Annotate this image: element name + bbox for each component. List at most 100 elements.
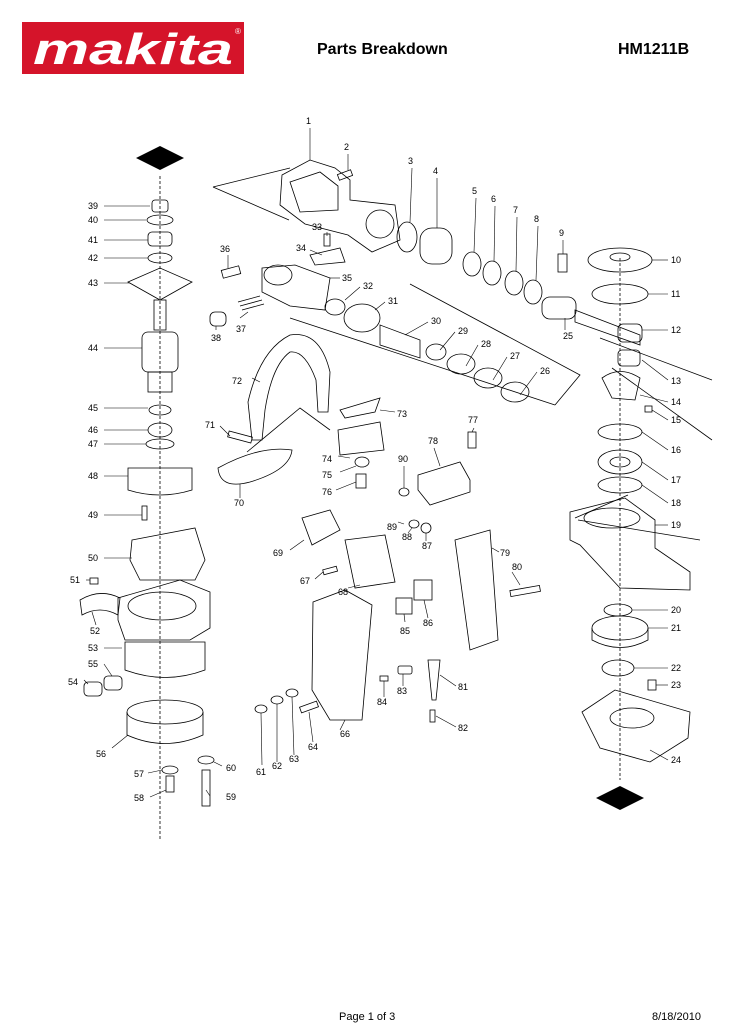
logo-background bbox=[22, 22, 244, 74]
part-label-30: 30 bbox=[431, 316, 441, 326]
part-label-29: 29 bbox=[458, 326, 468, 336]
model-number: HM1211B bbox=[618, 41, 690, 58]
part-label-19: 19 bbox=[671, 520, 681, 530]
part-label-83: 83 bbox=[397, 686, 407, 696]
part-label-67: 67 bbox=[300, 576, 310, 586]
part-label-1: 1 bbox=[306, 116, 311, 126]
part-label-81: 81 bbox=[458, 682, 468, 692]
part-label-75: 75 bbox=[322, 470, 332, 480]
part-label-79: 79 bbox=[500, 548, 510, 558]
part-label-68: 68 bbox=[338, 587, 348, 597]
part-label-69: 69 bbox=[273, 548, 283, 558]
part-label-14: 14 bbox=[671, 397, 681, 407]
part-label-87: 87 bbox=[422, 541, 432, 551]
makita-logo: makita ® bbox=[22, 22, 244, 74]
part-label-74: 74 bbox=[322, 454, 332, 464]
document-date: 8/18/2010 bbox=[652, 1011, 701, 1023]
page-title: Parts Breakdown bbox=[317, 41, 448, 58]
part-label-62: 62 bbox=[272, 761, 282, 771]
part-label-2: 2 bbox=[344, 142, 349, 152]
reference-marker-top: A bbox=[136, 146, 184, 170]
part-label-46: 46 bbox=[88, 425, 98, 435]
part-label-9: 9 bbox=[559, 228, 564, 238]
part-label-15: 15 bbox=[671, 415, 681, 425]
part-label-70: 70 bbox=[234, 498, 244, 508]
part-label-47: 47 bbox=[88, 439, 98, 449]
part-label-57: 57 bbox=[134, 769, 144, 779]
part-label-50: 50 bbox=[88, 553, 98, 563]
part-label-25: 25 bbox=[563, 331, 573, 341]
part-label-17: 17 bbox=[671, 475, 681, 485]
part-label-66: 66 bbox=[340, 729, 350, 739]
part-label-37: 37 bbox=[236, 324, 246, 334]
part-label-51: 51 bbox=[70, 575, 80, 585]
part-label-76: 76 bbox=[322, 487, 332, 497]
part-label-12: 12 bbox=[671, 325, 681, 335]
reference-marker-bottom: A bbox=[596, 786, 644, 810]
reference-marker-top-label: A bbox=[157, 154, 164, 164]
part-label-34: 34 bbox=[296, 243, 306, 253]
part-label-8: 8 bbox=[534, 214, 539, 224]
part-label-90: 90 bbox=[398, 454, 408, 464]
part-label-89: 89 bbox=[387, 522, 397, 532]
part-label-48: 48 bbox=[88, 471, 98, 481]
part-label-21: 21 bbox=[671, 623, 681, 633]
part-label-52: 52 bbox=[90, 626, 100, 636]
part-label-35: 35 bbox=[342, 273, 352, 283]
part-label-7: 7 bbox=[513, 205, 518, 215]
part-label-45: 45 bbox=[88, 403, 98, 413]
part-label-22: 22 bbox=[671, 663, 681, 673]
part-labels: 1 2 3 4 5 6 7 8 9 10 11 12 13 14 15 16 1… bbox=[68, 116, 681, 803]
part-label-38: 38 bbox=[211, 333, 221, 343]
part-label-26: 26 bbox=[540, 366, 550, 376]
part-label-32: 32 bbox=[363, 281, 373, 291]
part-label-44: 44 bbox=[88, 343, 98, 353]
registered-mark: ® bbox=[235, 27, 241, 36]
part-label-88: 88 bbox=[402, 532, 412, 542]
part-label-24: 24 bbox=[671, 755, 681, 765]
part-label-80: 80 bbox=[512, 562, 522, 572]
part-label-53: 53 bbox=[88, 643, 98, 653]
part-label-77: 77 bbox=[468, 415, 478, 425]
part-label-59: 59 bbox=[226, 792, 236, 802]
part-label-41: 41 bbox=[88, 235, 98, 245]
part-label-18: 18 bbox=[671, 498, 681, 508]
part-label-72: 72 bbox=[232, 376, 242, 386]
part-label-36: 36 bbox=[220, 244, 230, 254]
part-label-23: 23 bbox=[671, 680, 681, 690]
part-label-4: 4 bbox=[433, 166, 438, 176]
part-label-28: 28 bbox=[481, 339, 491, 349]
part-label-11: 11 bbox=[671, 289, 680, 299]
part-label-3: 3 bbox=[408, 156, 413, 166]
part-label-84: 84 bbox=[377, 697, 387, 707]
part-label-20: 20 bbox=[671, 605, 681, 615]
part-label-86: 86 bbox=[423, 618, 433, 628]
part-label-40: 40 bbox=[88, 215, 98, 225]
part-label-16: 16 bbox=[671, 445, 681, 455]
reference-marker-bottom-label: A bbox=[617, 794, 624, 804]
part-label-31: 31 bbox=[388, 296, 398, 306]
part-label-58: 58 bbox=[134, 793, 144, 803]
part-label-6: 6 bbox=[491, 194, 496, 204]
part-label-5: 5 bbox=[472, 186, 477, 196]
part-label-27: 27 bbox=[510, 351, 520, 361]
part-label-33: 33 bbox=[312, 222, 322, 232]
part-label-13: 13 bbox=[671, 376, 681, 386]
part-label-10: 10 bbox=[671, 255, 681, 265]
part-label-60: 60 bbox=[226, 763, 236, 773]
part-label-56: 56 bbox=[96, 749, 106, 759]
part-label-42: 42 bbox=[88, 253, 98, 263]
part-label-73: 73 bbox=[397, 409, 407, 419]
logo-wordmark: makita bbox=[33, 25, 233, 74]
part-label-71: 71 bbox=[205, 420, 215, 430]
part-label-82: 82 bbox=[458, 723, 468, 733]
part-label-54: 54 bbox=[68, 677, 78, 687]
part-label-43: 43 bbox=[88, 278, 98, 288]
part-label-39: 39 bbox=[88, 201, 98, 211]
part-label-78: 78 bbox=[428, 436, 438, 446]
part-label-85: 85 bbox=[400, 626, 410, 636]
page-indicator: Page 1 of 3 bbox=[339, 1011, 396, 1023]
part-label-63: 63 bbox=[289, 754, 299, 764]
part-label-49: 49 bbox=[88, 510, 98, 520]
